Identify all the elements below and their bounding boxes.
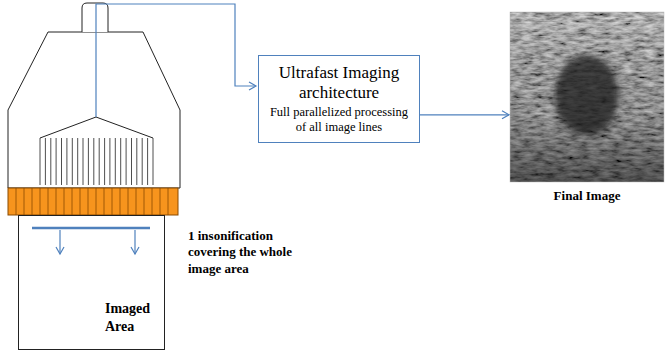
wave-arrow xyxy=(59,230,60,254)
flow-arrow xyxy=(420,114,509,115)
final-image: Final Image xyxy=(510,12,664,207)
wave-arrow xyxy=(134,230,135,254)
image-speckle xyxy=(510,12,664,182)
node-title: Imaged Area xyxy=(105,300,167,336)
node-title: Final Image xyxy=(510,12,664,204)
node-body: Full parallelized processing of all imag… xyxy=(267,105,411,135)
probe-housing xyxy=(8,32,180,188)
node-title: Ultrafast Imaging architecture xyxy=(267,63,411,102)
note-label: 1 insonification covering the whole imag… xyxy=(188,228,316,277)
element-wires xyxy=(40,138,153,185)
plane-wave xyxy=(32,227,150,230)
process-box: Ultrafast Imaging architectureFull paral… xyxy=(258,55,420,143)
cable-line xyxy=(96,4,256,117)
array-elements xyxy=(16,188,168,215)
image-frame xyxy=(510,12,664,182)
ultrasound-image xyxy=(510,12,664,182)
transducer-array xyxy=(8,188,178,215)
image-depth-shade xyxy=(510,12,664,182)
image-ground xyxy=(510,12,664,182)
wire-fan xyxy=(40,117,153,138)
probe-connector xyxy=(82,3,108,32)
imaged-area-box: Imaged Area xyxy=(18,215,165,350)
